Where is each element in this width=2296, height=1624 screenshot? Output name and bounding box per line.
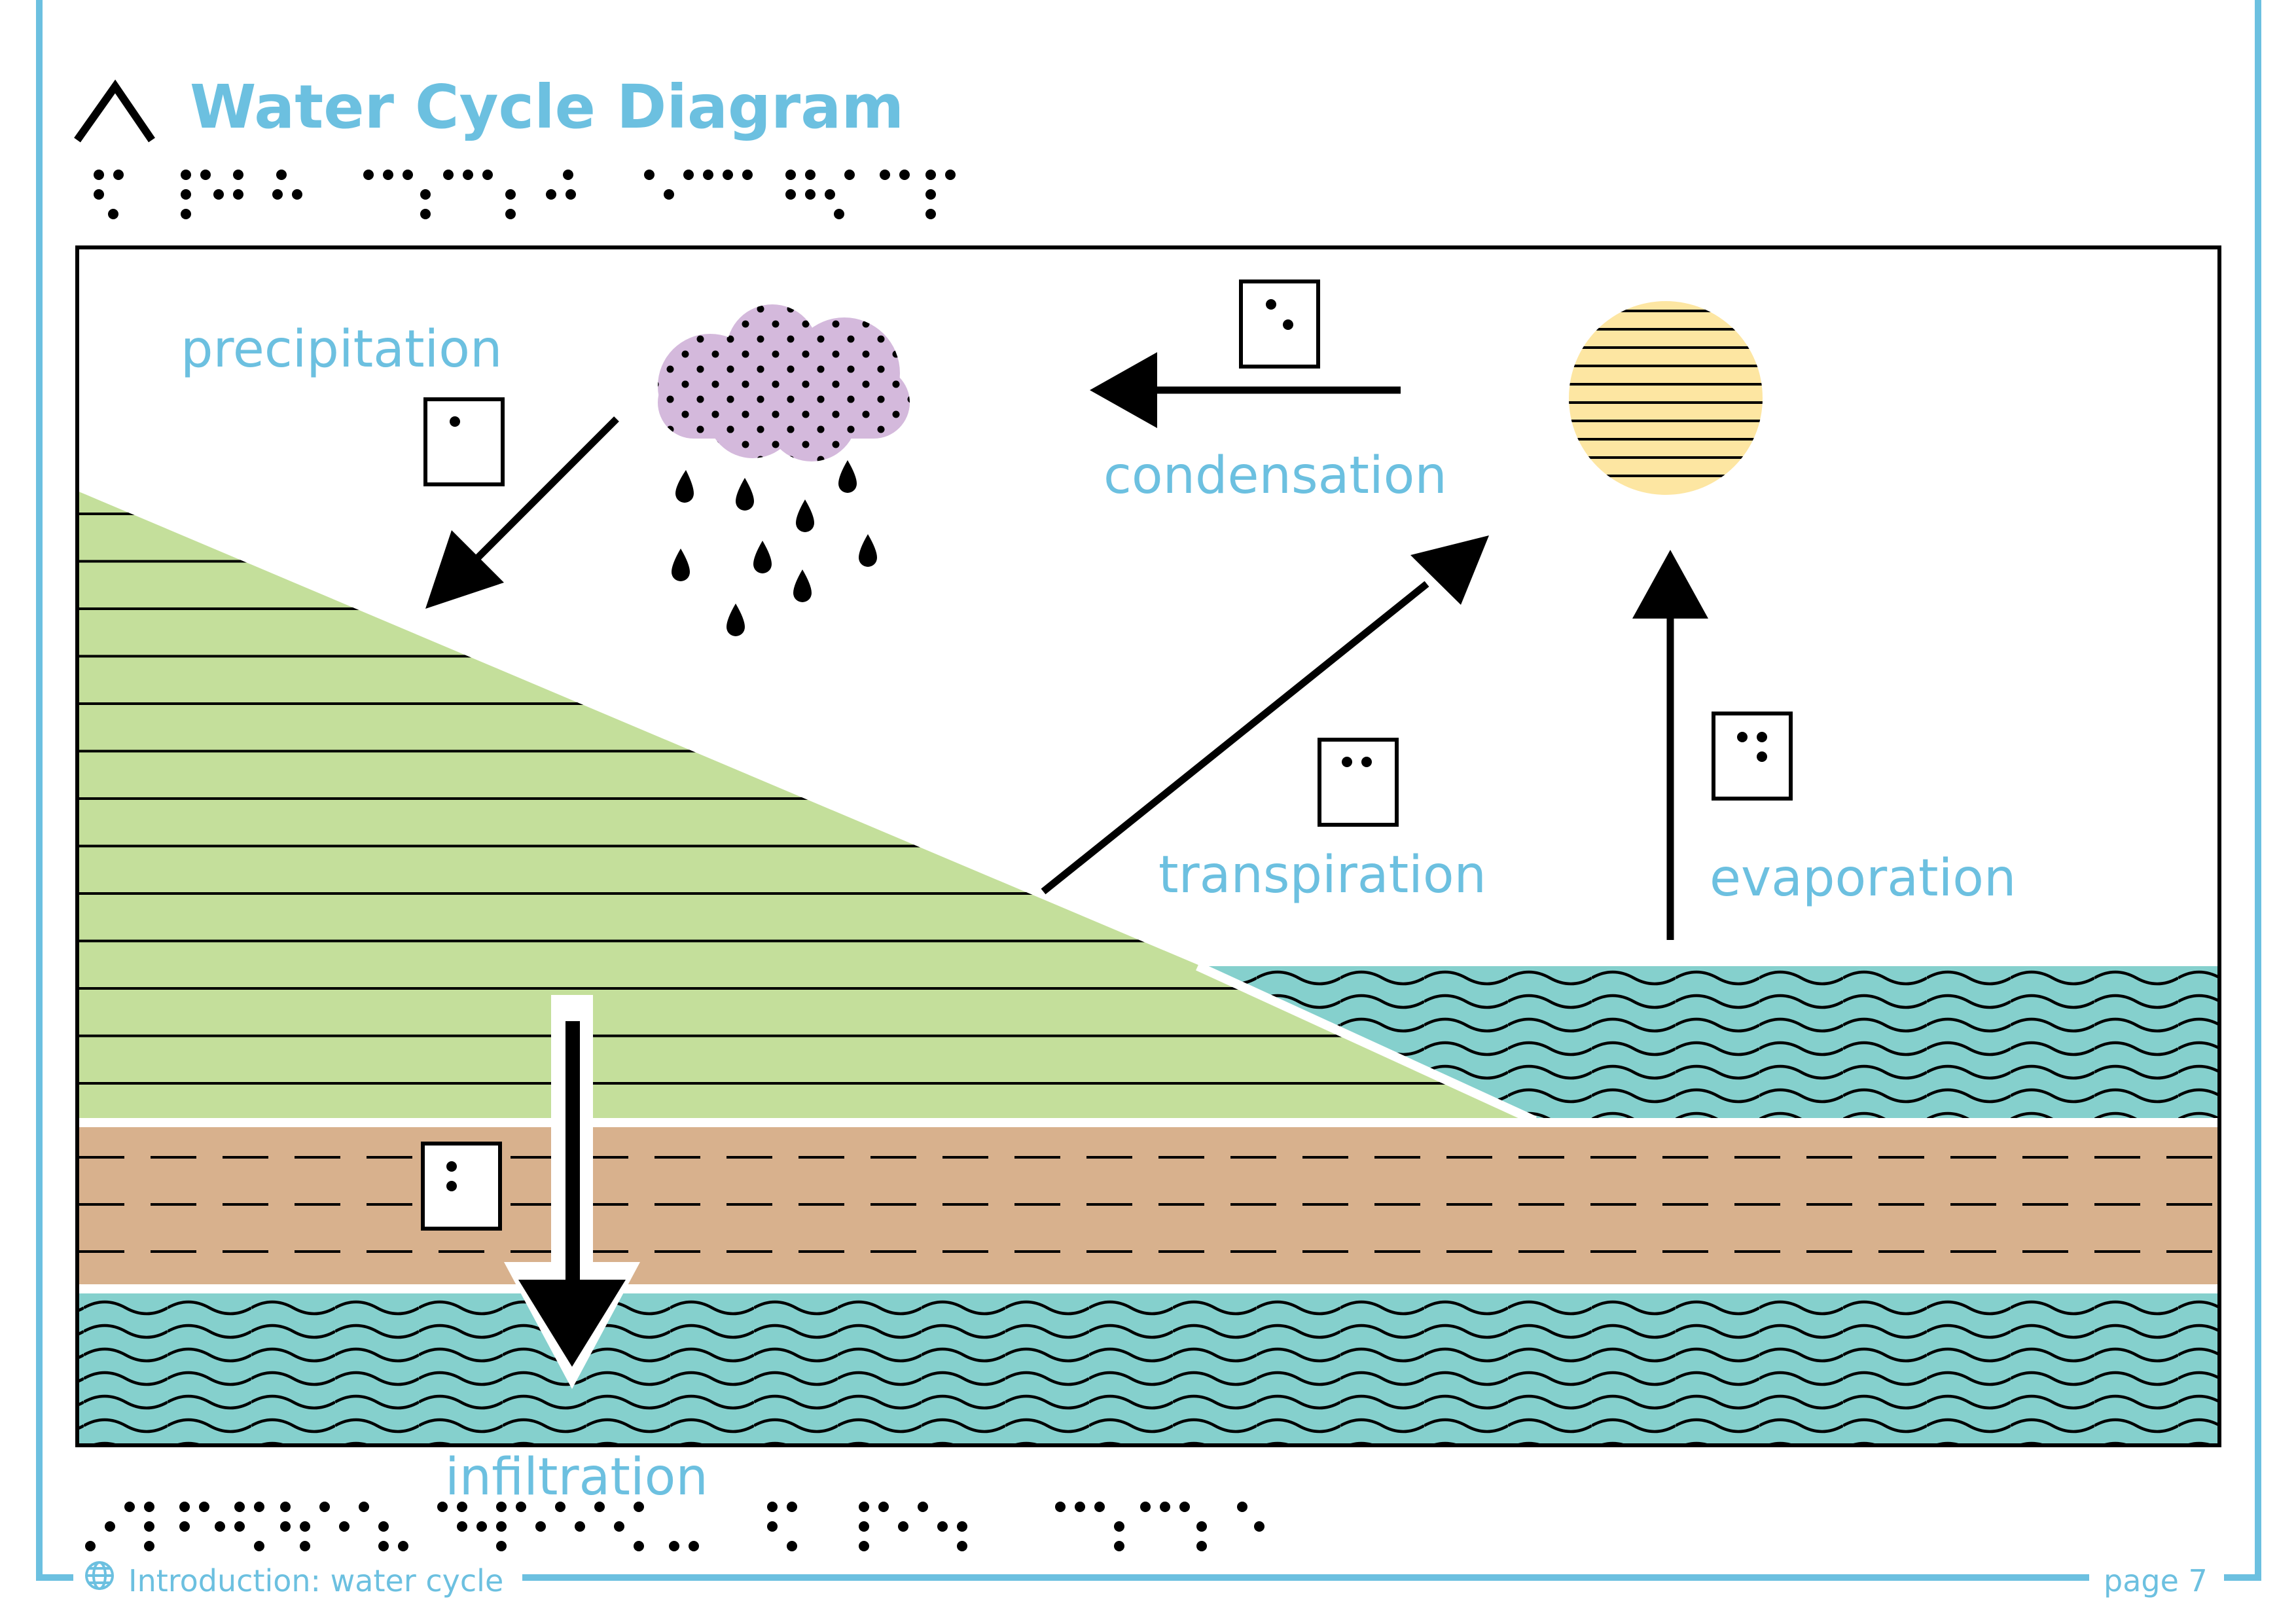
title-braille (94, 170, 956, 219)
label-transpiration: transpiration (1158, 846, 1486, 905)
infiltration-arrow (504, 995, 640, 1389)
label-infiltration: infiltration (445, 1448, 708, 1507)
diagram-frame-content (77, 247, 2219, 1445)
globe-icon (85, 1561, 114, 1590)
transpiration-arrow (1041, 535, 1489, 895)
page-border (36, 0, 2261, 1581)
evaporation-arrow (1632, 550, 1708, 940)
braille-key-condensation (1239, 280, 1320, 369)
cloud-icon (658, 304, 910, 461)
raindrops-icon (672, 460, 877, 636)
condensation-arrow (1090, 352, 1401, 428)
footer-page-number: page 7 (2104, 1563, 2208, 1598)
label-evaporation: evaporation (1710, 849, 2017, 908)
braille-key-transpiration (1318, 738, 1399, 827)
label-precipitation: precipitation (181, 320, 503, 379)
footer-section-title: Introduction: water cycle (128, 1563, 504, 1598)
chevron-up-icon (74, 79, 155, 143)
footer-braille (85, 1502, 1265, 1551)
diagram-frame (75, 245, 2221, 1447)
precipitation-arrow (425, 416, 619, 609)
label-condensation: condensation (1103, 446, 1447, 505)
page-title: Water Cycle Diagram (190, 72, 905, 142)
braille-key-infiltration (421, 1142, 502, 1231)
braille-key-precipitation (423, 397, 505, 486)
braille-key-evaporation (1712, 712, 1793, 801)
